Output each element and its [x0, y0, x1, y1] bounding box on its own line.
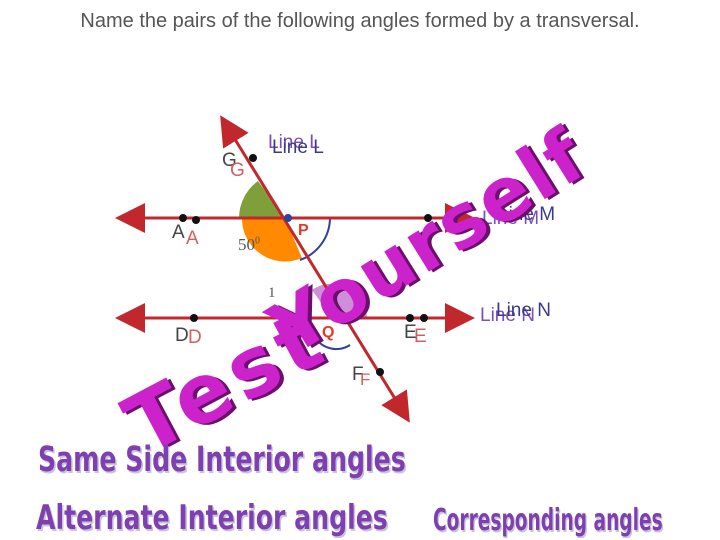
line-m-label-shadow: Line M — [498, 204, 556, 225]
angle-50-label: 500 — [238, 235, 260, 255]
answer-same-side-interior[interactable]: Same Side Interior angles — [38, 440, 406, 480]
point-q-icon — [332, 314, 340, 322]
point-f-label: F — [352, 364, 364, 385]
line-l-label-shadow: Line L — [272, 137, 324, 158]
angle-unit: 0 — [255, 235, 260, 247]
page-title: Name the pairs of the following angles f… — [80, 10, 640, 32]
angle-wedge-green — [239, 181, 285, 218]
point-f-label-shadow: F — [360, 370, 371, 389]
point-d-label: D — [175, 325, 189, 346]
point-g-icon — [249, 154, 257, 162]
line-n-label-shadow: Line N — [496, 300, 551, 321]
point-right-m-icon — [424, 214, 432, 222]
point-e-label-shadow: E — [414, 326, 427, 347]
point-a-label-shadow: A — [186, 228, 199, 249]
point-g-label: G — [222, 150, 237, 171]
answer-alternate-interior[interactable]: Alternate Interior angles — [36, 498, 388, 538]
angle-value: 50 — [238, 235, 255, 254]
point-d-icon — [190, 314, 198, 322]
point-a-label: A — [172, 222, 185, 243]
point-a2-icon — [192, 216, 200, 224]
point-g-label-shadow: G — [230, 160, 245, 181]
point-a-icon — [179, 214, 187, 222]
angle-partial-label: 1 — [268, 285, 276, 301]
point-p-label: P — [298, 222, 309, 239]
line-l-label: Line L — [268, 132, 320, 153]
point-e-icon — [406, 314, 414, 322]
point-d-label-shadow: D — [188, 327, 202, 348]
point-p-icon — [284, 214, 292, 222]
line-m-label: Line M — [482, 208, 540, 229]
point-e-label: E — [404, 322, 417, 343]
point-f-icon — [376, 368, 384, 376]
line-n-label: Line N — [480, 305, 535, 326]
answer-corresponding[interactable]: Corresponding angles — [433, 503, 663, 538]
point-e2-icon — [420, 314, 428, 322]
point-q-label: Q — [322, 324, 335, 341]
transversal-l — [220, 115, 410, 423]
